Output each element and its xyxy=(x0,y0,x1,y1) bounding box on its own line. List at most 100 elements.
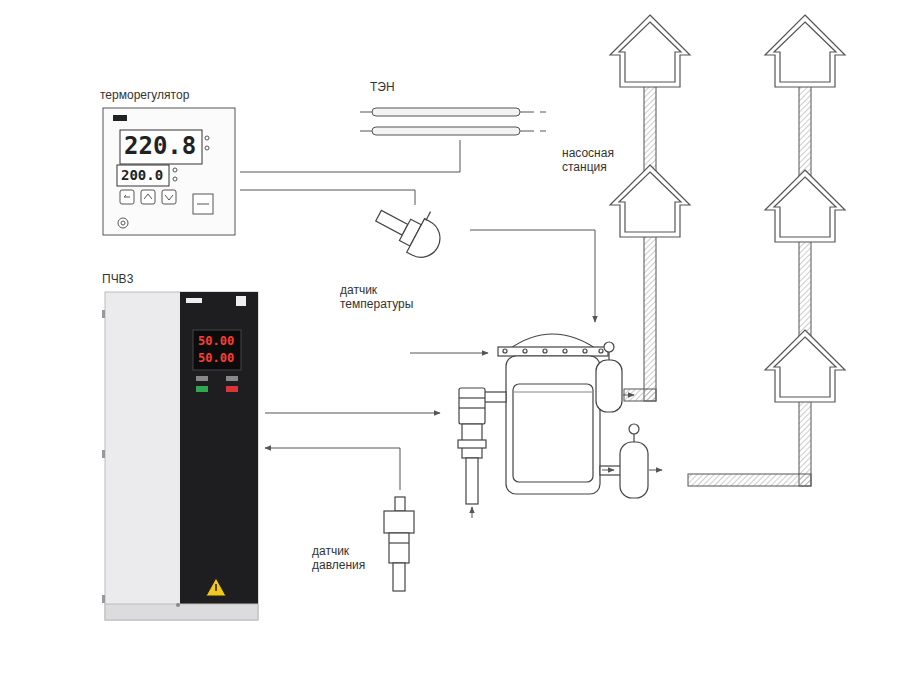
rod-lead xyxy=(520,131,534,132)
house-outline xyxy=(610,15,690,87)
gauge xyxy=(629,424,639,434)
mount-tab xyxy=(102,450,105,458)
house-inner xyxy=(619,22,681,82)
display xyxy=(120,130,202,164)
heater-rods xyxy=(360,108,546,135)
display-value: 200.0 xyxy=(121,166,163,184)
device-caption: терморегулятор xyxy=(100,88,189,102)
button xyxy=(193,194,213,214)
pipe xyxy=(799,395,811,486)
footer xyxy=(105,604,258,620)
gauge-stem xyxy=(633,434,634,442)
knob xyxy=(118,218,128,228)
pipes xyxy=(624,80,811,486)
warning-sign xyxy=(215,584,217,591)
gauge xyxy=(604,342,614,352)
pipe xyxy=(799,235,811,340)
connector xyxy=(470,230,595,322)
knob xyxy=(121,221,125,225)
flow-arrow xyxy=(472,507,473,518)
warning-sign xyxy=(206,578,226,596)
button xyxy=(196,376,208,381)
frequency-converter xyxy=(102,292,258,620)
rod-lead xyxy=(360,112,372,113)
pump-motor xyxy=(459,388,485,424)
screw xyxy=(176,603,180,607)
led xyxy=(205,146,209,150)
display xyxy=(117,165,169,186)
display-value: 50.00 xyxy=(198,334,234,349)
filter xyxy=(596,360,622,412)
temperature-sensor xyxy=(370,191,451,264)
flow-arrow xyxy=(623,395,634,396)
display xyxy=(193,330,241,370)
bolt xyxy=(543,349,547,353)
pump-station-node: насосная станция xyxy=(440,322,660,507)
led xyxy=(173,168,177,172)
bolt xyxy=(563,349,567,353)
device-caption: датчик давления xyxy=(312,544,374,572)
device-caption: ПЧВ3 xyxy=(102,272,133,286)
bolt xyxy=(503,349,507,353)
pipe xyxy=(799,80,811,180)
pipe xyxy=(688,474,811,486)
led xyxy=(205,136,209,140)
thermostat-node: терморегулятор 220.8 200.0 xyxy=(100,86,240,236)
sensor-stem xyxy=(426,212,431,221)
filter xyxy=(620,442,648,498)
rod-lead xyxy=(540,131,546,132)
house-inner xyxy=(619,172,681,232)
button xyxy=(196,386,208,392)
tank-inner xyxy=(513,384,593,482)
house xyxy=(765,15,845,87)
led xyxy=(173,177,177,181)
mount-tab xyxy=(102,310,105,318)
rod-lead xyxy=(520,112,534,113)
logo xyxy=(186,298,202,303)
sensor-thread xyxy=(393,563,405,591)
bolt xyxy=(583,349,587,353)
flow-arrows xyxy=(410,353,662,518)
house-outline xyxy=(765,330,845,402)
logo xyxy=(113,115,127,121)
house-outline xyxy=(765,170,845,242)
water-line xyxy=(513,391,593,392)
qr-code xyxy=(236,296,246,306)
connector xyxy=(265,413,440,414)
pump-rib xyxy=(459,397,485,398)
sensor-top xyxy=(395,497,405,511)
thermostat-device xyxy=(103,108,235,235)
house-outline xyxy=(765,15,845,87)
pump-flange xyxy=(458,440,486,448)
houses xyxy=(610,15,845,402)
sensor-head xyxy=(407,219,447,264)
pipe xyxy=(644,230,656,401)
pipe xyxy=(644,80,656,175)
sensor-line xyxy=(389,542,409,543)
button xyxy=(120,190,134,204)
rod xyxy=(372,127,520,135)
chevron xyxy=(124,195,130,197)
house xyxy=(610,165,690,237)
device-caption: ТЭН xyxy=(370,80,395,94)
display-value: 50.00 xyxy=(198,351,234,366)
rod-lead xyxy=(360,131,372,132)
connector xyxy=(240,140,460,172)
temperature-sensor-node: датчик температуры xyxy=(330,205,470,313)
button xyxy=(226,386,238,392)
chevron xyxy=(165,195,173,200)
display-value: 220.8 xyxy=(124,132,196,160)
button xyxy=(141,190,155,204)
button xyxy=(226,376,238,381)
house-outline xyxy=(610,165,690,237)
pump-inlet xyxy=(466,458,478,504)
tank-flange xyxy=(498,347,608,356)
device-caption: насосная станция xyxy=(562,146,634,174)
mount-tab xyxy=(102,595,105,603)
outlet-pipe xyxy=(600,466,622,475)
flow-arrow xyxy=(410,353,488,354)
